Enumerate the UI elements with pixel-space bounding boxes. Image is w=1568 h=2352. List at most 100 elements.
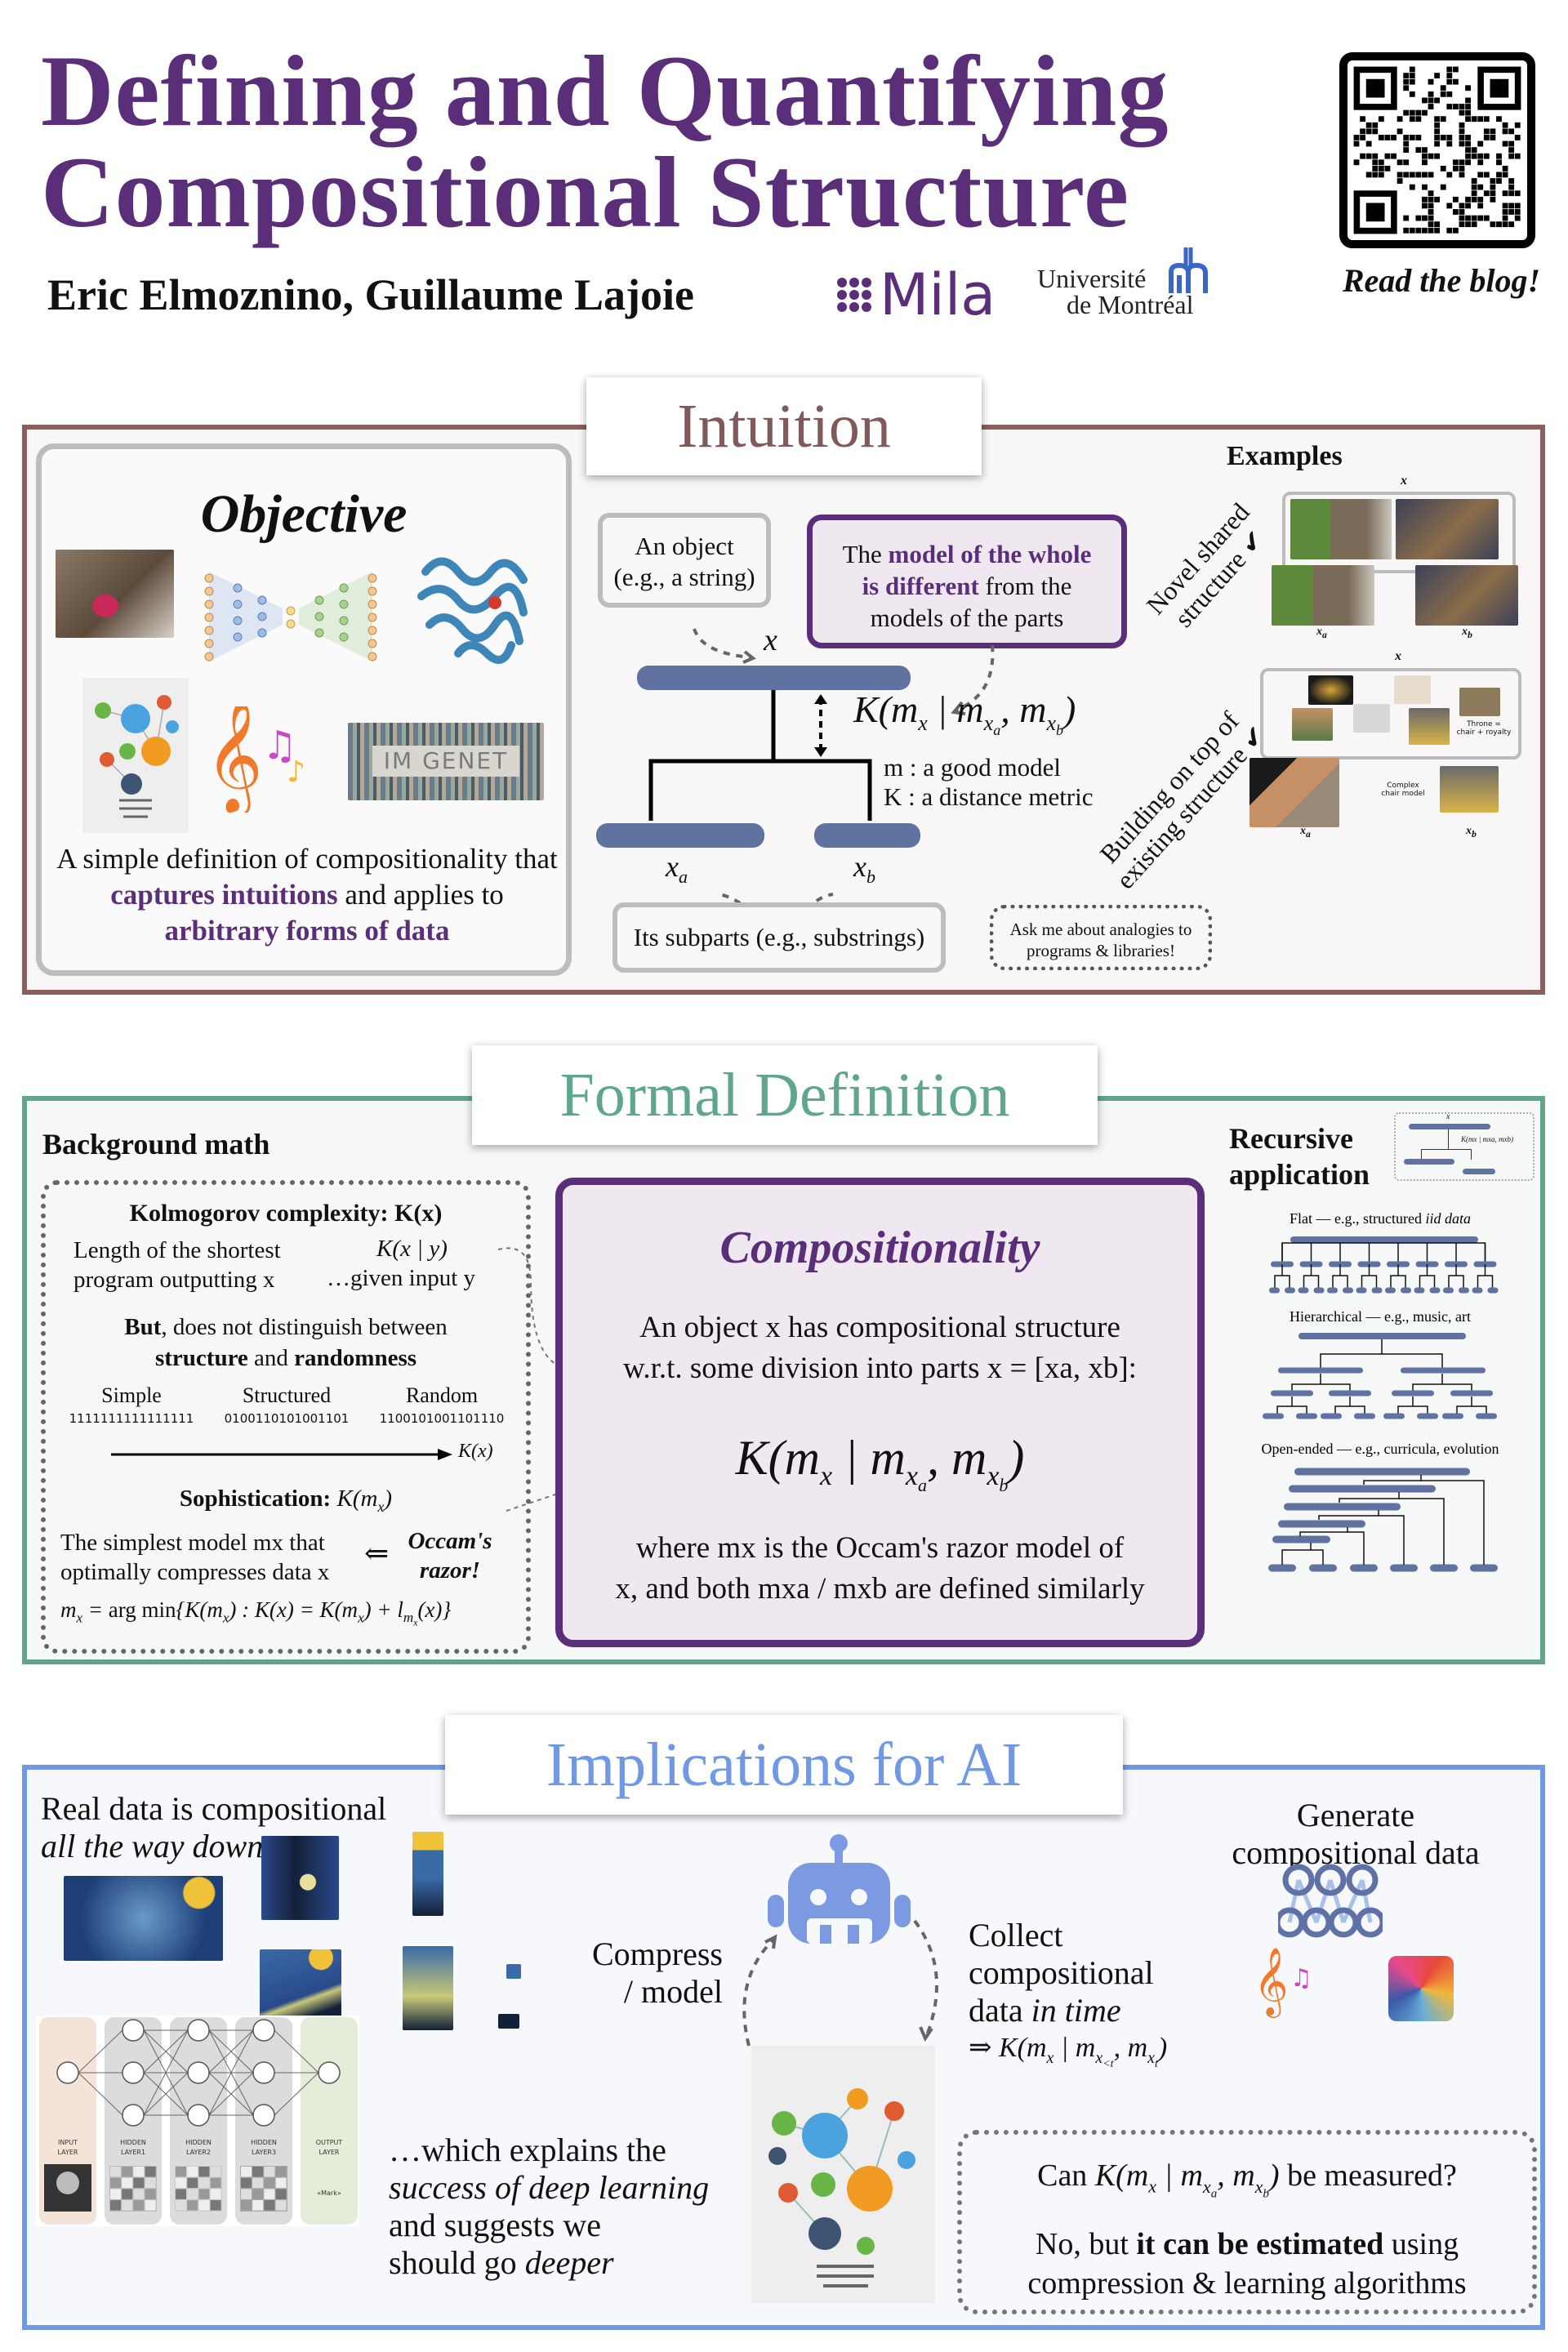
nn-layer-label: LAYER3 xyxy=(252,2149,276,2156)
title-line-1: Defining and Quantifying xyxy=(41,35,1169,147)
flat-leaf xyxy=(1472,1287,1483,1294)
example1-xa-image xyxy=(1272,565,1374,626)
open-level xyxy=(1289,1485,1436,1493)
hier-root xyxy=(1298,1333,1466,1339)
chair-image xyxy=(1394,675,1431,704)
hier-leaf xyxy=(1476,1413,1497,1419)
flat-leaf xyxy=(1414,1287,1425,1294)
legend-m: m : a good model xyxy=(884,753,1061,782)
formula-legend: m : a good model K : a distance metric xyxy=(884,753,1094,812)
authors: Eric Elmoznino, Guillaume Lajoie xyxy=(47,270,694,319)
title-line-2: Compositional Structure xyxy=(41,136,1130,248)
flat-root xyxy=(1290,1236,1478,1243)
generative-network-icon xyxy=(1278,1864,1383,1938)
open-leaf xyxy=(1390,1564,1418,1572)
starry-night-part-swirl xyxy=(403,1946,453,2030)
hier-leaf xyxy=(1263,1413,1284,1419)
hier-leaf xyxy=(1354,1413,1375,1419)
recursive-mini-diagram: x K(mx | mxa, mxb) xyxy=(1394,1112,1535,1181)
udem-line-2: de Montréal xyxy=(1067,290,1194,319)
flat-leaf xyxy=(1459,1287,1469,1294)
nn-svg: INPUTLAYERHIDDENLAYER1HIDDENLAYER2HIDDEN… xyxy=(39,2017,358,2225)
mila-logo: Mila xyxy=(837,261,996,328)
compress-label: Compress/ model xyxy=(592,1936,723,2010)
sophistication-title: Sophistication: K(mx) xyxy=(179,1486,393,1515)
nn-node xyxy=(252,2104,275,2127)
compositionality-formula: K(mx | mxa, mxb) xyxy=(735,1431,1025,1495)
hier-leaf xyxy=(1296,1413,1317,1419)
starry-night-part-cypress xyxy=(261,1836,339,1920)
measure-answer: No, but it can be estimated using compre… xyxy=(1027,2227,1467,2301)
tree-node-xa xyxy=(596,823,764,848)
imagenet-label: IM GENET xyxy=(372,746,519,777)
hier-l2 xyxy=(1329,1390,1371,1396)
generated-art-image xyxy=(1388,1956,1454,2021)
udem-line-1: Université xyxy=(1037,264,1147,293)
example1-xb-label: xb xyxy=(1462,626,1472,640)
subparts-box: Its subparts (e.g., substrings) xyxy=(612,902,946,973)
deep-learning-text: …which explains the success of deep lear… xyxy=(389,2132,710,2281)
flat-leaf xyxy=(1429,1287,1441,1294)
flat-leaf xyxy=(1269,1287,1280,1294)
nn-layer-label: HIDDEN xyxy=(120,2139,146,2146)
objective-box: Objective 𝄞 ♫ ♪ IM GENET A simple defini… xyxy=(36,443,572,976)
hier-l1 xyxy=(1401,1367,1486,1374)
complexity-axis-arrow xyxy=(111,1449,452,1460)
lying-cat-image xyxy=(1396,499,1499,559)
nn-layer-label: LAYER xyxy=(58,2149,78,2156)
mila-wordmark: Mila xyxy=(880,261,996,328)
flat-leaf xyxy=(1356,1287,1367,1294)
music-notes-image: 𝄞 ♫ ♪ xyxy=(205,706,305,812)
implications-heading: Implications for AI xyxy=(445,1715,1123,1815)
kolmogorov-title: Kolmogorov complexity: K(x) xyxy=(129,1200,443,1227)
starry-night-part-moon xyxy=(412,1832,443,1916)
throne-image xyxy=(1409,708,1450,745)
flat-leaf xyxy=(1443,1287,1454,1294)
imagenet-image: IM GENET xyxy=(348,723,544,800)
example2-xa-collage xyxy=(1250,758,1339,827)
background-math-heading: Background math xyxy=(42,1128,270,1160)
label-x: x xyxy=(764,623,777,657)
objective-heading: Objective xyxy=(200,484,408,544)
object-box: An object(e.g., a string) xyxy=(598,513,771,608)
open-level xyxy=(1272,1535,1330,1544)
starry-night-part-small xyxy=(498,2014,519,2029)
read-blog-link[interactable]: Read the blog! xyxy=(1342,262,1541,299)
nn-node xyxy=(252,2019,275,2042)
generated-music-image: 𝄞 ♫ xyxy=(1254,1946,1312,2015)
tree-node-x xyxy=(637,666,911,690)
nn-layer-label: LAYER xyxy=(319,2149,340,2156)
example2-whole-frame: Throne =chair + royalty xyxy=(1260,668,1521,760)
example2-x-label: x xyxy=(1395,649,1401,663)
nn-output-label: «Mark» xyxy=(317,2189,341,2197)
nn-layer-label: HIDDEN xyxy=(251,2139,277,2146)
objective-description: A simple definition of compositionality … xyxy=(56,843,558,947)
flat-leaf xyxy=(1371,1287,1383,1294)
robot-icon xyxy=(768,1834,911,1944)
examples-heading: Examples xyxy=(1227,441,1343,471)
argmin-formula: mx = arg min{K(mx) : K(x) = K(mx) + lmx(… xyxy=(60,1597,452,1628)
intuition-heading: Intuition xyxy=(586,377,982,475)
qr-code[interactable] xyxy=(1339,52,1535,248)
plant-cat-image xyxy=(1290,499,1392,559)
nn-node xyxy=(187,2104,210,2127)
flat-leaf xyxy=(1285,1287,1295,1294)
lightbulb-network-image xyxy=(82,678,189,833)
conditional-complexity: K(x | y) xyxy=(376,1236,448,1262)
king-image xyxy=(1459,688,1500,716)
open-leaf xyxy=(1268,1564,1296,1572)
collect-data-text: Collect compositional data in time ⇒ K(m… xyxy=(969,1917,1168,2070)
nn-node xyxy=(187,2019,210,2042)
hier-leaf xyxy=(1417,1413,1438,1419)
flat-leaf xyxy=(1487,1287,1499,1294)
nn-layer-label: LAYER2 xyxy=(186,2149,211,2156)
